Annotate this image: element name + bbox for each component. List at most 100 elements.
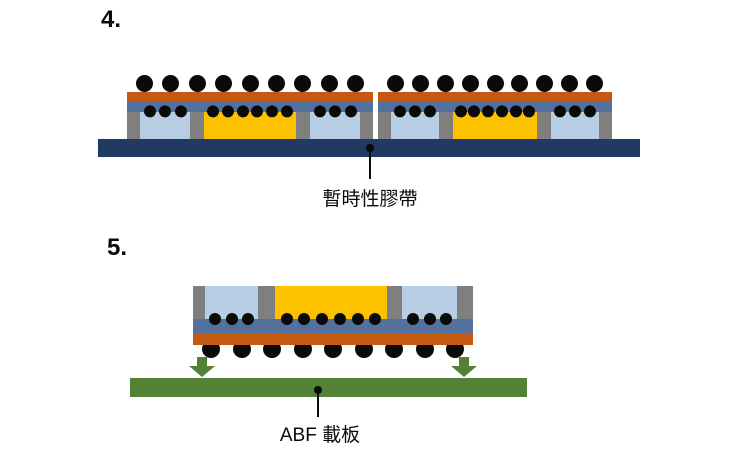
memory-die <box>402 286 457 325</box>
solder-ball <box>561 75 579 92</box>
memory-die <box>391 105 439 139</box>
step-5-number: 5. <box>107 234 128 261</box>
mold-pillar <box>378 112 391 139</box>
micro-bump <box>333 313 346 325</box>
micro-bump <box>281 105 294 118</box>
abf-substrate-bar <box>130 378 527 397</box>
solder-ball <box>486 75 504 92</box>
micro-bump <box>266 105 279 118</box>
logic-die <box>453 105 537 139</box>
solder-ball <box>461 75 479 92</box>
mold-pillar <box>258 286 275 319</box>
temporary-tape-label: 暫時性膠帶 <box>322 189 418 210</box>
micro-bumps-row <box>275 313 387 325</box>
mold-pillar <box>190 112 204 139</box>
micro-bumps-row <box>453 105 537 118</box>
micro-bump <box>351 313 364 325</box>
logic-die <box>275 286 387 325</box>
micro-bump <box>241 313 254 325</box>
micro-bump <box>394 105 406 118</box>
micro-bump <box>440 313 453 325</box>
solder-ball <box>294 75 312 92</box>
solder-ball <box>241 75 259 92</box>
solder-ball <box>267 75 285 92</box>
micro-bump <box>468 105 481 118</box>
solder-ball <box>162 75 180 92</box>
micro-bump <box>174 105 187 118</box>
rdl-orange-layer <box>378 92 612 102</box>
micro-bumps-row <box>391 105 439 118</box>
micro-bump <box>584 105 596 118</box>
solder-ball <box>411 75 429 92</box>
micro-bump <box>509 105 522 118</box>
solder-balls-row <box>193 340 473 358</box>
solder-ball <box>347 75 364 92</box>
micro-bump <box>406 313 419 325</box>
chips-row <box>378 105 612 139</box>
solder-ball <box>511 75 529 92</box>
micro-bump <box>495 105 508 118</box>
micro-bump <box>209 313 222 325</box>
micro-bump <box>409 105 421 118</box>
memory-die <box>140 105 190 139</box>
micro-bump <box>369 313 382 325</box>
down-arrow-icon <box>451 357 477 377</box>
micro-bump <box>313 105 326 118</box>
solder-ball <box>586 75 603 92</box>
solder-ball <box>387 75 404 92</box>
solder-balls-row <box>127 75 373 92</box>
logic-die <box>204 105 296 139</box>
mold-pillar <box>599 112 612 139</box>
solder-ball <box>136 75 153 92</box>
micro-bump <box>454 105 467 118</box>
solder-ball <box>215 75 233 92</box>
interposer-blue-layer <box>127 102 373 112</box>
micro-bump <box>523 105 536 118</box>
micro-bumps-row <box>310 105 360 118</box>
interposer-blue-layer <box>378 102 612 112</box>
micro-bumps-row <box>402 313 457 325</box>
micro-bump <box>225 313 238 325</box>
micro-bump <box>298 313 311 325</box>
micro-bump <box>316 313 329 325</box>
chips-row <box>127 105 373 139</box>
micro-bump <box>280 313 293 325</box>
mold-pillar <box>439 112 453 139</box>
step-4-number: 4. <box>101 6 122 33</box>
solder-ball <box>536 75 554 92</box>
solder-balls-row <box>378 75 612 92</box>
micro-bump <box>424 105 436 118</box>
mold-pillar <box>296 112 310 139</box>
memory-die <box>551 105 599 139</box>
mold-pillar <box>457 286 473 319</box>
micro-bumps-row <box>551 105 599 118</box>
micro-bumps-row <box>205 313 258 325</box>
callout-line-tape <box>369 148 371 179</box>
micro-bump <box>143 105 156 118</box>
micro-bump <box>236 105 249 118</box>
callout-line-board <box>317 390 319 417</box>
micro-bumps-row <box>204 105 296 118</box>
solder-ball <box>188 75 206 92</box>
chips-row <box>193 286 473 325</box>
solder-ball <box>320 75 338 92</box>
solder-ball <box>436 75 454 92</box>
rdl-orange-layer <box>193 333 473 345</box>
micro-bump <box>344 105 357 118</box>
micro-bump <box>159 105 171 118</box>
memory-die <box>310 105 360 139</box>
micro-bump <box>423 313 436 325</box>
chip-module-left <box>127 75 373 139</box>
memory-die <box>205 286 258 325</box>
micro-bump <box>329 105 341 118</box>
micro-bump <box>554 105 566 118</box>
rdl-orange-layer <box>127 92 373 102</box>
micro-bump <box>482 105 495 118</box>
mold-pillar <box>193 286 205 319</box>
micro-bump <box>569 105 581 118</box>
mold-pillar <box>387 286 402 319</box>
mold-pillar <box>537 112 551 139</box>
interposer-blue-layer <box>193 319 473 333</box>
micro-bump <box>206 105 219 118</box>
